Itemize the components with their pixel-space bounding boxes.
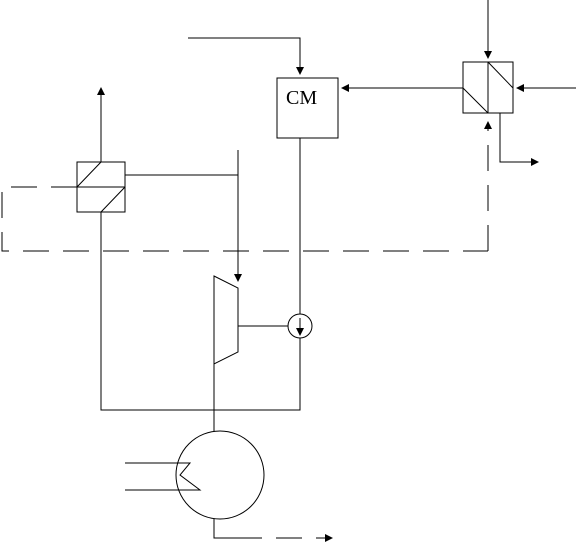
right-exchanger-outlet — [499, 113, 539, 166]
mixer-label: CM — [286, 87, 317, 109]
turbine — [213, 275, 239, 365]
right-exchanger-diagonal-2 — [462, 87, 489, 114]
dashed-loop-left — [1, 186, 488, 252]
return-loop-line — [100, 212, 301, 411]
mixer-box — [276, 77, 339, 139]
left-exchanger-diagonal-1 — [76, 161, 102, 188]
heating-coil — [125, 462, 202, 491]
boiler-tank — [175, 430, 265, 520]
left-exchanger-diagonal-2 — [100, 186, 126, 213]
right-exchanger-diagonal-3 — [487, 61, 514, 89]
tank-bottom-outlet — [213, 519, 236, 539]
top-inlet-line — [188, 37, 304, 75]
